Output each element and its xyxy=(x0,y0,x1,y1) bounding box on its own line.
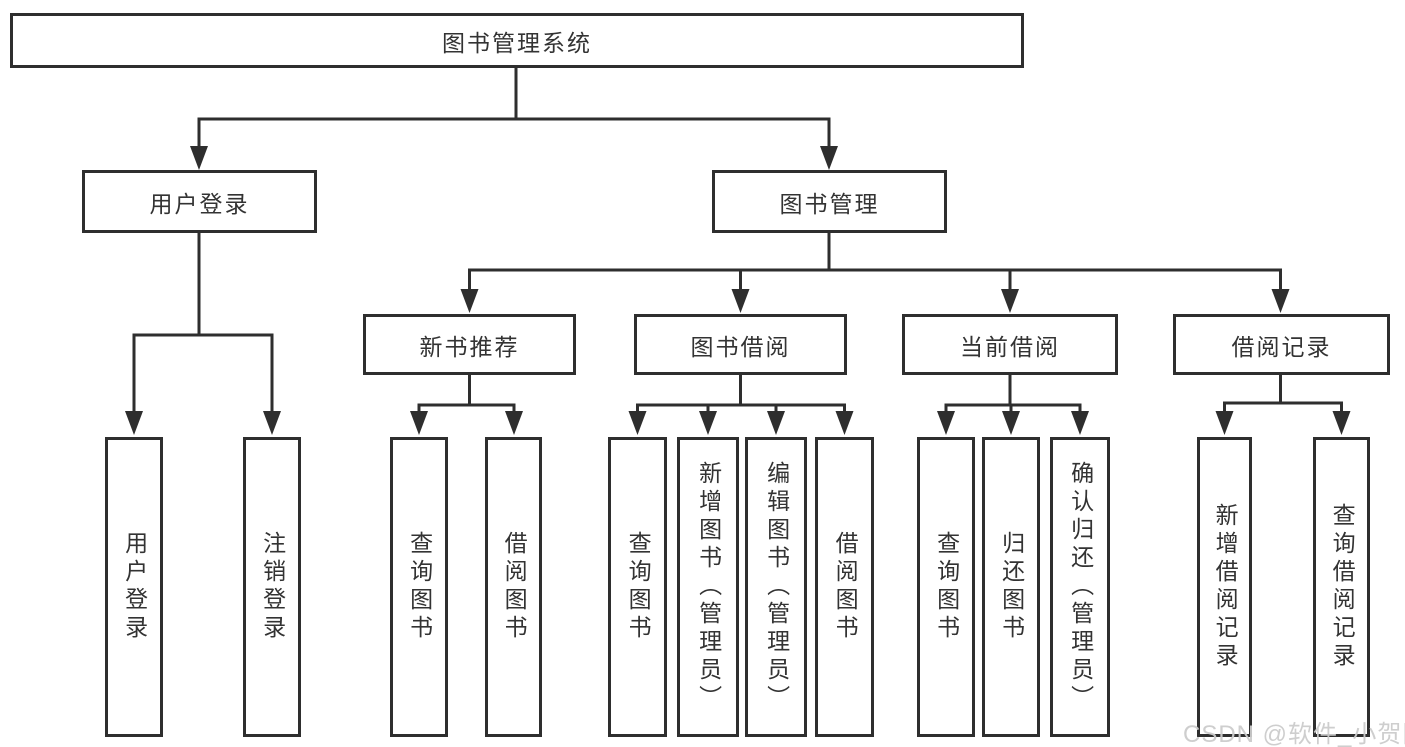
node-logout: 注销登录 xyxy=(243,437,301,737)
node-book-management-branch: 图书管理 xyxy=(712,170,947,233)
arrow-down-icon xyxy=(1002,411,1020,435)
arrowheads xyxy=(125,146,1351,435)
arrow-down-icon xyxy=(1071,411,1089,435)
arrow-down-icon xyxy=(505,411,523,435)
arrow-down-icon xyxy=(767,411,785,435)
arrow-down-icon xyxy=(628,411,647,435)
arrow-down-icon xyxy=(1215,411,1234,435)
node-current-borrowing: 当前借阅 xyxy=(902,314,1118,375)
node-user-login-branch: 用户登录 xyxy=(82,170,317,233)
node-new-book-recommendation: 新书推荐 xyxy=(363,314,576,375)
arrow-down-icon xyxy=(410,411,428,435)
arrow-down-icon xyxy=(1001,289,1019,313)
arrow-down-icon xyxy=(937,411,955,435)
arrow-down-icon xyxy=(731,289,750,313)
node-book-borrowing: 图书借阅 xyxy=(634,314,847,375)
node-return-books: 归还图书 xyxy=(982,437,1040,737)
node-query-borrow-record: 查询借阅记录 xyxy=(1313,437,1370,737)
arrow-down-icon xyxy=(1332,411,1351,435)
arrow-down-icon xyxy=(835,411,854,435)
node-add-books-admin: 新增图书（管理员） xyxy=(677,437,739,737)
node-borrowing-records: 借阅记录 xyxy=(1173,314,1390,375)
arrow-down-icon xyxy=(820,146,838,170)
arrow-down-icon xyxy=(190,146,208,170)
connector-user-login xyxy=(132,233,274,416)
arrow-down-icon xyxy=(460,289,479,313)
connector-root xyxy=(197,68,831,152)
connector-new-book-recommendation xyxy=(417,375,516,416)
node-edit-books-admin: 编辑图书（管理员） xyxy=(745,437,807,737)
arrow-down-icon xyxy=(699,411,717,435)
watermark-text: CSDN @软件_小贺同学 xyxy=(1183,721,1405,747)
node-confirm-return-admin: 确认归还（管理员） xyxy=(1050,437,1110,737)
node-query-books-borrowing: 查询图书 xyxy=(608,437,667,737)
connector-current-borrowing xyxy=(944,375,1082,416)
node-user-login: 用户登录 xyxy=(105,437,163,737)
arrow-down-icon xyxy=(1271,289,1290,313)
node-query-books-current: 查询图书 xyxy=(917,437,975,737)
node-borrow-books-recommend: 借阅图书 xyxy=(485,437,542,737)
node-borrow-books-borrowing: 借阅图书 xyxy=(815,437,874,737)
arrow-down-icon xyxy=(263,411,281,435)
node-query-books-recommend: 查询图书 xyxy=(390,437,448,737)
node-library-system: 图书管理系统 xyxy=(10,13,1024,68)
connector-book-management xyxy=(468,233,1282,292)
connector-book-borrowing xyxy=(636,375,846,416)
arrow-down-icon xyxy=(125,411,143,435)
node-add-borrow-record: 新增借阅记录 xyxy=(1197,437,1252,737)
connector-borrowing-records xyxy=(1223,375,1343,416)
